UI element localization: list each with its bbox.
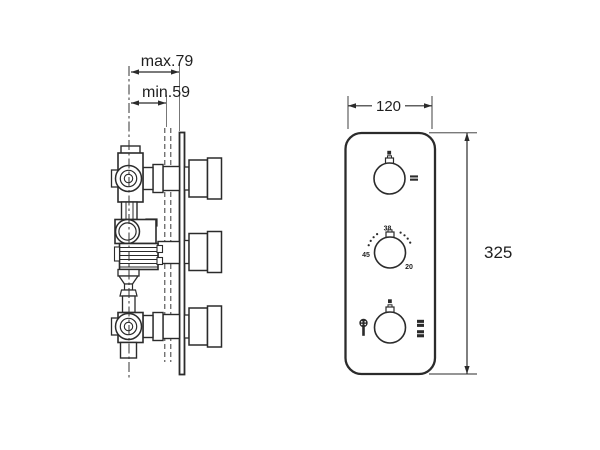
handle-side-middle xyxy=(183,230,223,274)
arrowhead-left xyxy=(131,100,139,106)
valve-flange xyxy=(152,311,164,342)
cartridge-tab-right xyxy=(156,244,164,254)
mounting-plate-side xyxy=(178,131,186,376)
handle-side-top xyxy=(183,157,223,200)
handle-side-bottom xyxy=(183,305,223,348)
jet-bar xyxy=(417,319,424,323)
handle-cap xyxy=(206,157,223,200)
valve-body-top xyxy=(110,145,181,203)
dial-label-20: 20 xyxy=(405,264,413,271)
dim-width-label: 120 xyxy=(376,98,401,115)
side-view: max.79 min.59 xyxy=(110,53,223,379)
dimension-width-120: 120 xyxy=(347,96,433,129)
jet-bar xyxy=(417,323,424,327)
handshower-spray-dot xyxy=(361,323,363,326)
knob-bottom xyxy=(373,311,407,344)
handle-body xyxy=(188,232,209,272)
dim-min-label: min.59 xyxy=(142,84,190,101)
handshower-spray-dot xyxy=(364,323,367,326)
icon-bar xyxy=(410,178,418,181)
cartridge-ribs xyxy=(120,247,158,268)
jet-bar xyxy=(417,334,424,338)
dial-dot xyxy=(367,244,370,247)
knob-bottom-diverter xyxy=(359,299,424,344)
knob-top xyxy=(373,162,406,195)
arrowhead-right xyxy=(424,103,432,109)
indicator-square-dot xyxy=(387,150,392,155)
bath-spout-icon xyxy=(410,175,418,181)
valve-body-bottom xyxy=(110,311,181,359)
icon-bar xyxy=(410,175,418,178)
valve-stem xyxy=(142,166,154,191)
arrowhead-right xyxy=(158,100,166,106)
handshower-spray-dot xyxy=(364,321,367,323)
valve-stem xyxy=(142,314,154,339)
dial-label-45: 45 xyxy=(362,252,370,259)
dimension-max79: max.79 xyxy=(131,53,193,75)
dial-dots xyxy=(367,231,412,247)
handle-body xyxy=(188,307,209,346)
valve-flange xyxy=(152,163,164,194)
body-jets-icon xyxy=(417,319,424,338)
dial-dot xyxy=(399,231,402,234)
arrowhead-right xyxy=(171,69,179,75)
arrowhead-left xyxy=(131,69,139,75)
dial-dot xyxy=(372,236,375,239)
dial-dot xyxy=(376,233,379,236)
cartridge-tab-left xyxy=(113,246,121,262)
thermostat-assembly xyxy=(113,218,181,314)
handshower-handle xyxy=(362,327,365,336)
knob-middle-thermostat: 38 45 20 xyxy=(362,226,413,272)
dimension-min59: min.59 xyxy=(131,84,190,106)
valve-spindle-block xyxy=(162,313,181,340)
handle-cap xyxy=(206,230,223,274)
dial-label-38: 38 xyxy=(384,226,392,233)
dial-dot xyxy=(409,241,412,244)
cartridge-tab-right xyxy=(156,256,164,266)
knob-top-diverter xyxy=(373,150,418,195)
dim-max-label: max.79 xyxy=(141,53,194,70)
handle-body xyxy=(188,159,209,198)
handshower-icon xyxy=(359,318,368,336)
thermostat-boss-inner xyxy=(118,222,137,241)
dial-dot xyxy=(403,234,406,237)
dim-height-label: 325 xyxy=(484,243,512,262)
arrowhead-top xyxy=(464,132,470,141)
handle-cap xyxy=(206,305,223,348)
dial-dot xyxy=(369,239,372,242)
handshower-spray-dot xyxy=(361,321,363,323)
valve-spindle-block xyxy=(162,165,181,192)
dial-dot xyxy=(406,237,409,240)
arrowhead-bottom xyxy=(464,366,470,374)
handshower-head xyxy=(359,318,368,328)
dimension-height-325: 325 xyxy=(429,132,512,375)
arrowhead-left xyxy=(348,103,356,109)
front-view: 120 325 38 45 20 xyxy=(344,96,512,376)
indicator-square-dot xyxy=(388,299,392,304)
knob-middle xyxy=(373,236,407,269)
jet-bar xyxy=(417,330,424,334)
